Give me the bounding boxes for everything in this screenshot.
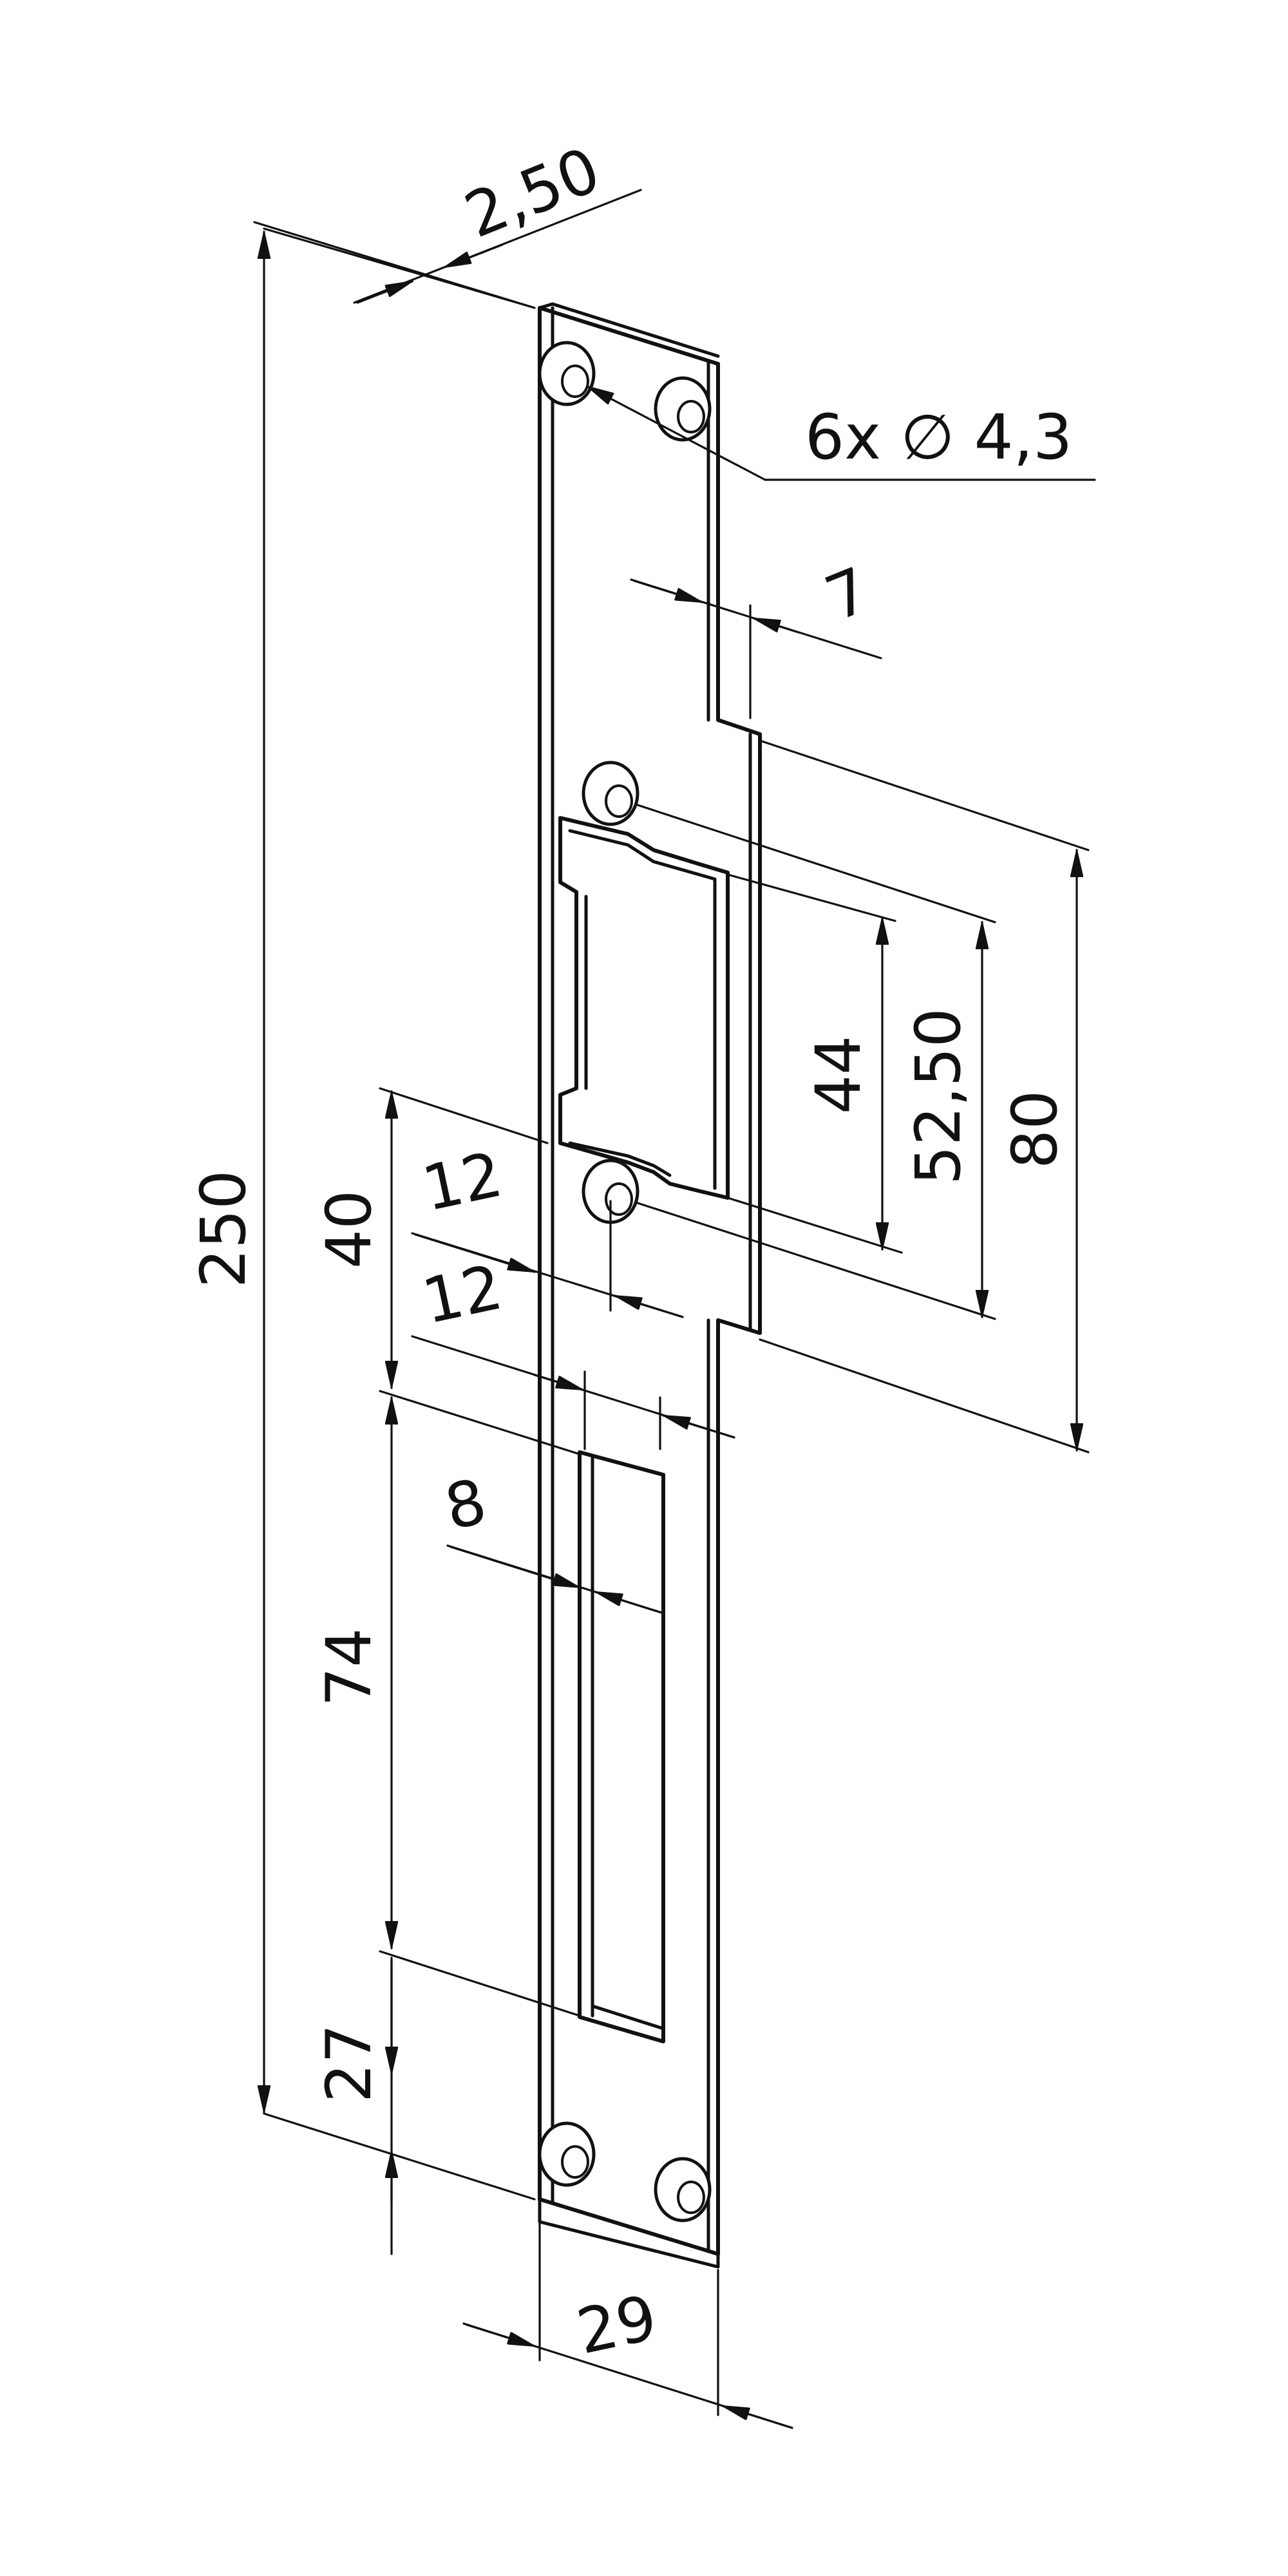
mounting-hole-upper-cutout <box>582 761 639 826</box>
dimension-slot-width-label: 8 <box>439 1465 492 1544</box>
dimension-cutout-height-label: 44 <box>802 1036 875 1114</box>
dimension-overall-length-label: 250 <box>187 1170 260 1288</box>
dimension-slot-length: 74 <box>313 1397 581 2017</box>
dimension-step-height: 80 <box>759 739 1090 1454</box>
dimension-bottom-offset: 27 <box>313 1956 392 2255</box>
dimension-slot-offsets: 12 12 <box>411 1139 735 1450</box>
dimension-plate-width-label: 29 <box>571 2282 663 2369</box>
dimension-slot-offset-top-label: 12 <box>416 1139 508 1226</box>
mounting-hole-bottom-right <box>654 2157 712 2222</box>
plate-thickness-edge <box>538 302 752 2269</box>
dimension-step-height-label: 80 <box>999 1090 1071 1169</box>
dimension-bottom-offset-label: 27 <box>313 2024 385 2103</box>
mounting-hole-top-right <box>654 376 712 442</box>
mounting-hole-top-left <box>538 341 596 406</box>
dimension-edge-offset-label: 7 <box>816 554 880 636</box>
dimension-upper-offset: 40 <box>313 1087 581 1455</box>
mounting-hole-bottom-left <box>538 2121 596 2187</box>
dimension-slot-length-label: 74 <box>313 1628 385 1707</box>
dimension-hole-spacing: 52,50 <box>636 804 996 1320</box>
dimension-cutout-height: 44 <box>726 873 903 1254</box>
dimension-overall-length: 250 <box>187 227 536 2201</box>
strike-plate <box>538 302 762 2269</box>
dimension-thickness-label: 2,50 <box>455 133 610 252</box>
slot-depth <box>591 1455 665 2031</box>
latch-cutout-depth <box>568 829 717 1190</box>
dimension-holes-label: 6x ∅ 4,3 <box>805 401 1072 473</box>
dimension-slot-offset-bottom-label: 12 <box>416 1251 508 1338</box>
latch-cutout <box>558 816 730 1200</box>
dimension-holes: 6x ∅ 4,3 <box>587 385 1096 481</box>
dimension-hole-spacing-label: 52,50 <box>902 1008 974 1185</box>
mounting-hole-lower-cutout <box>582 1159 639 1224</box>
dimension-upper-offset-label: 40 <box>313 1190 385 1269</box>
dimension-plate-width: 29 <box>462 2208 793 2429</box>
